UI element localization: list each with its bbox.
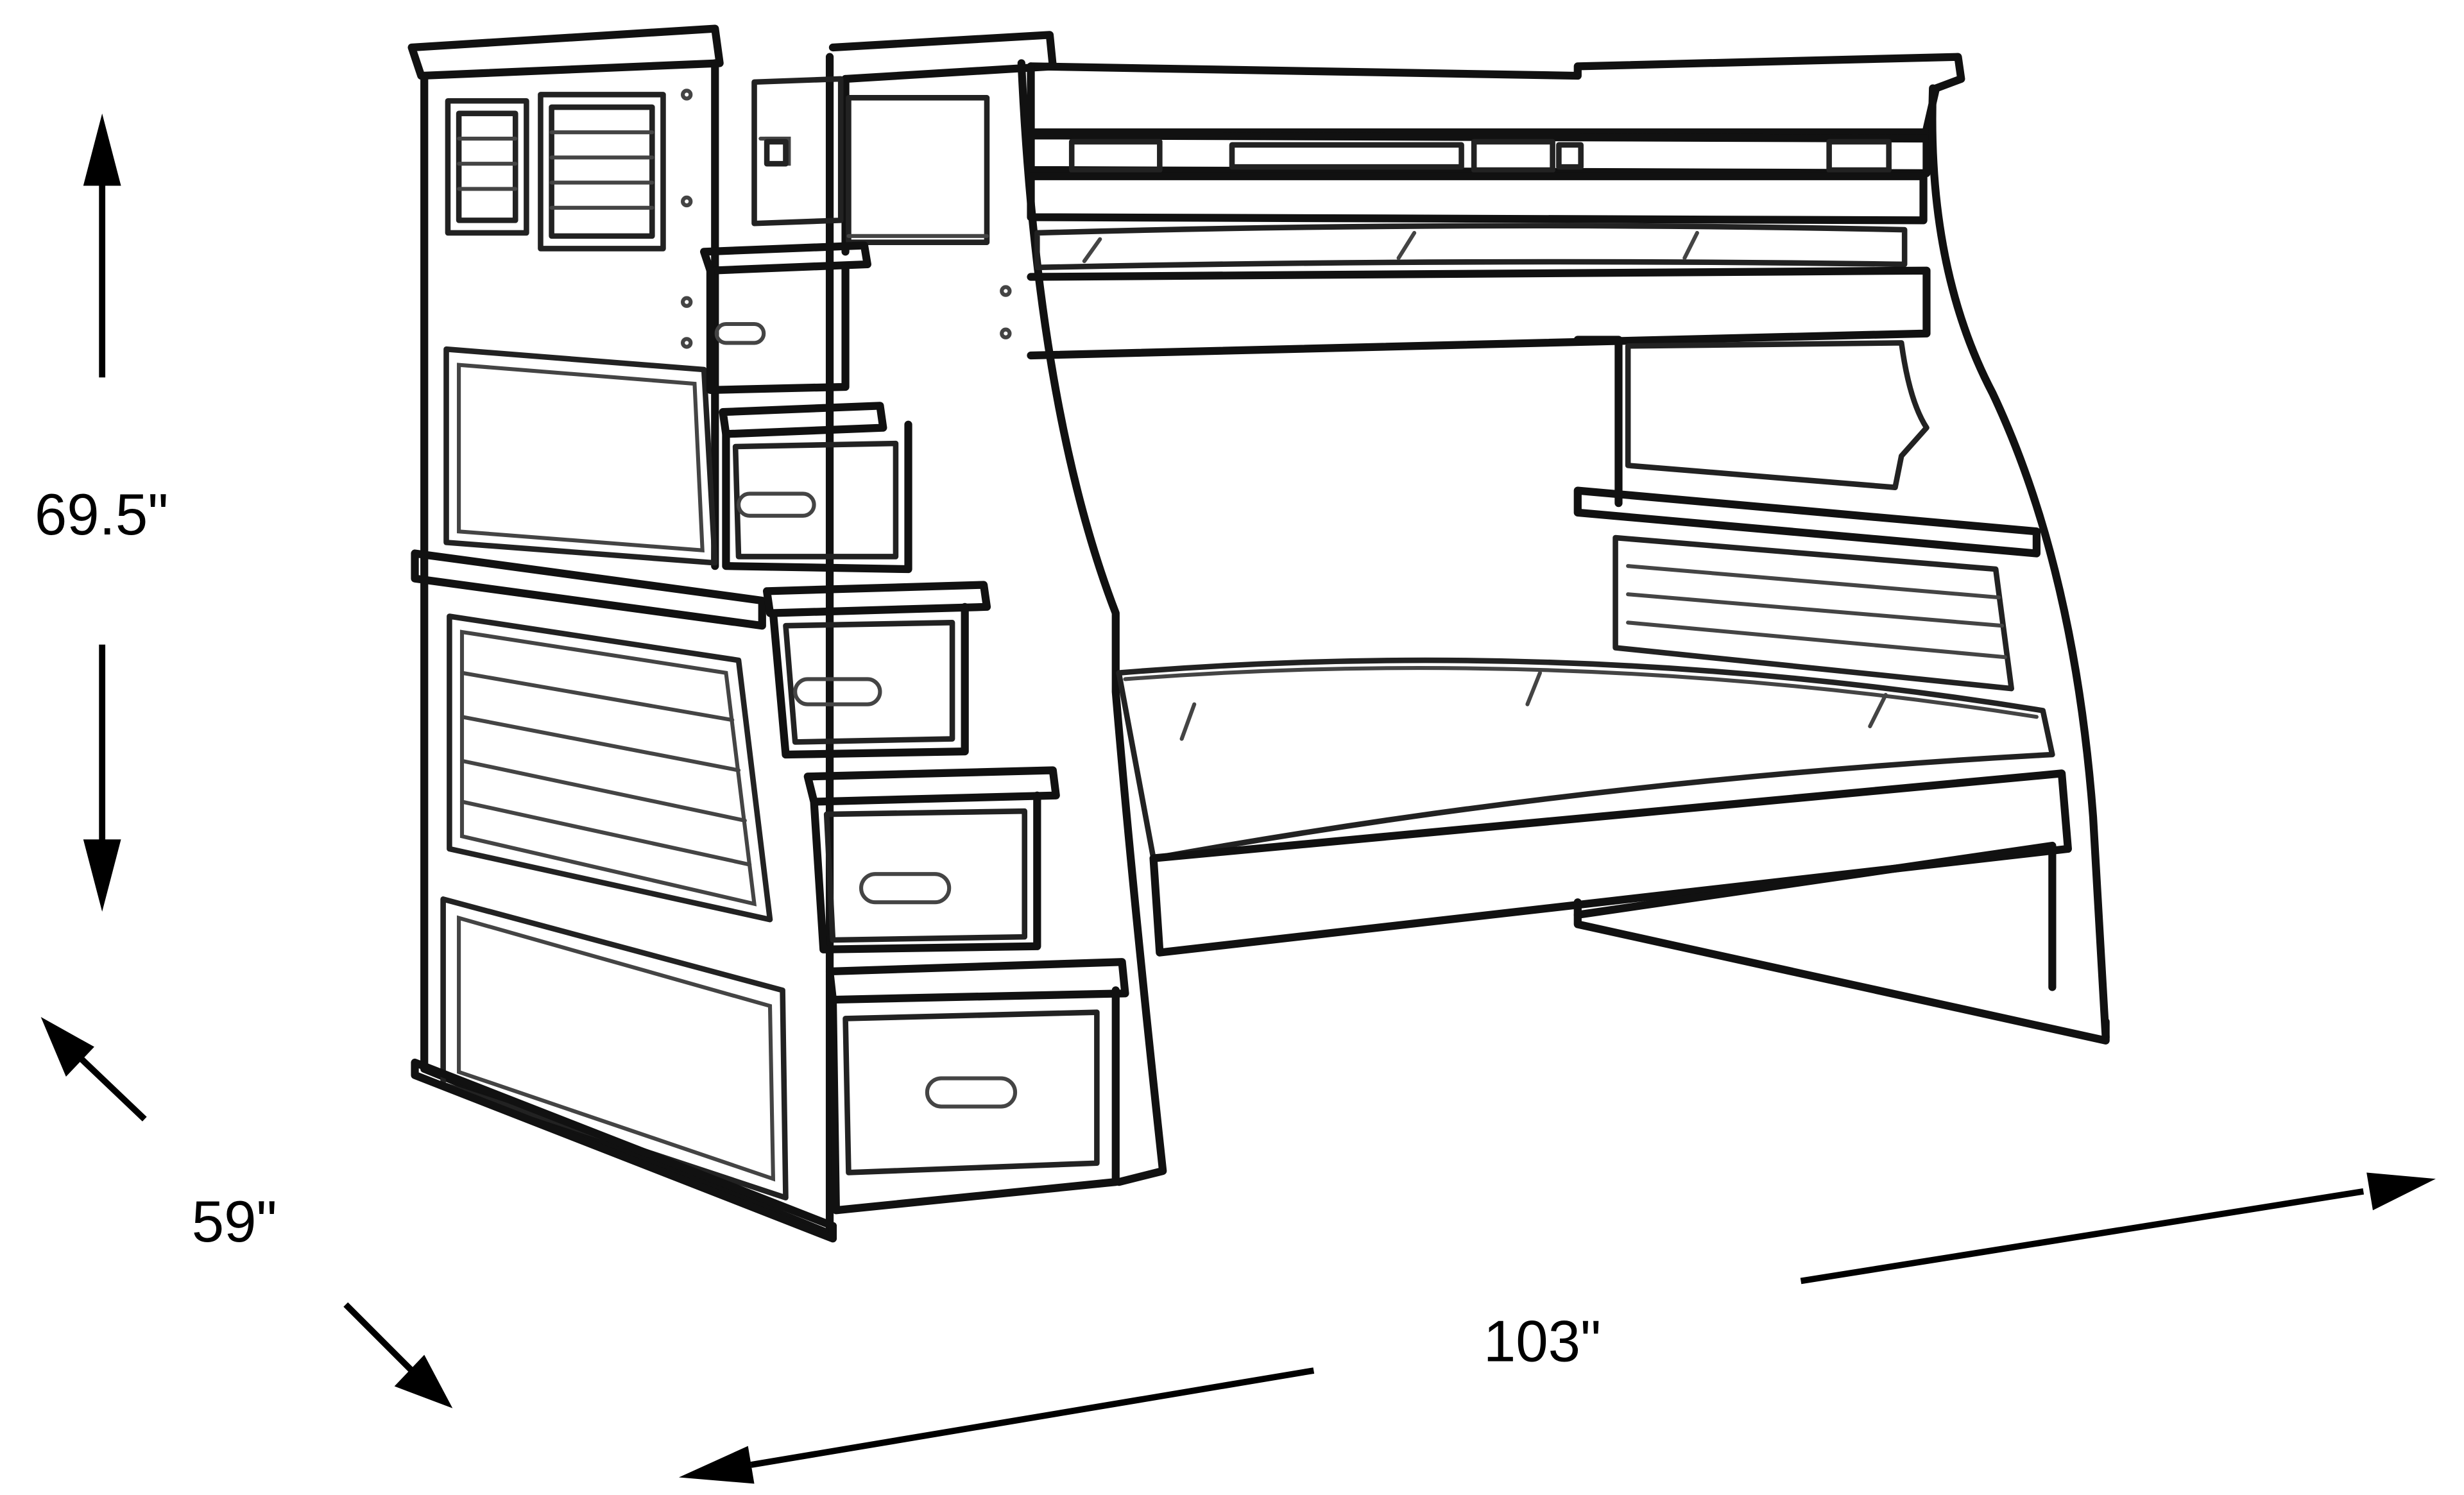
bunk-bed-drawing (407, 24, 2110, 1243)
depth-arrow-down-right (343, 1302, 453, 1408)
width-label: 103" (1484, 1309, 1601, 1374)
depth-arrow-up-left (40, 1017, 147, 1122)
height-label: 69.5" (35, 483, 169, 547)
lower-bunk (1116, 657, 2110, 1045)
width-arrow-right (1800, 1172, 2436, 1285)
stair-rear-post (751, 31, 1167, 1186)
depth-dimension: 59" (40, 1017, 453, 1408)
stair-steps (700, 241, 1129, 1215)
width-arrow-left (678, 1367, 1315, 1484)
width-dimension: 103" (678, 1172, 2436, 1484)
upper-bunk (764, 53, 1965, 360)
stair-tower (407, 24, 837, 1243)
height-arrow-down (83, 644, 121, 912)
height-dimension: 69.5" (35, 113, 169, 912)
height-arrow-up (83, 113, 121, 378)
depth-label: 59" (192, 1190, 277, 1254)
right-end-frame (1573, 84, 2110, 1041)
